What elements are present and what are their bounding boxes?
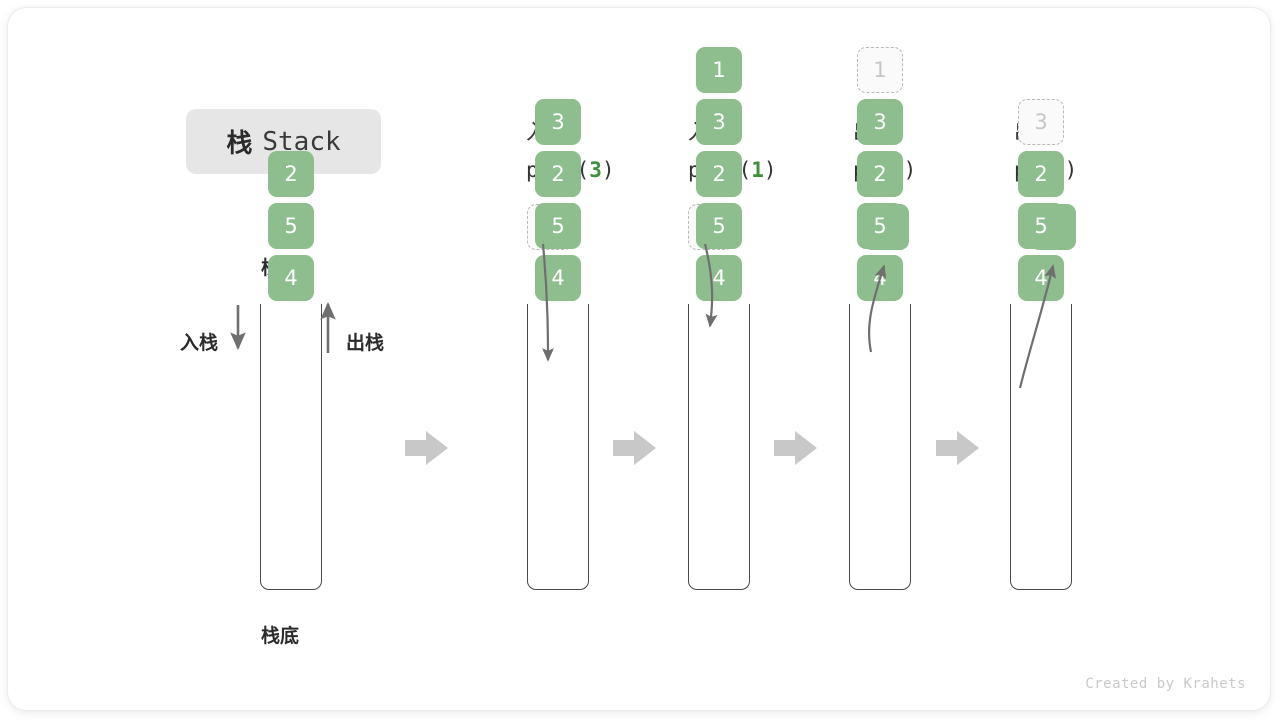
code-arg: 3 bbox=[589, 158, 602, 182]
stack-cell: 5 bbox=[535, 203, 581, 249]
stack-cell: 4 bbox=[857, 255, 903, 301]
stack-cell: 4 bbox=[535, 255, 581, 301]
stack-container bbox=[849, 304, 911, 590]
stack-bottom-label: 栈底 bbox=[261, 625, 300, 647]
stack-cell: 3 bbox=[696, 99, 742, 145]
stack-cell: 5 bbox=[696, 203, 742, 249]
stack-cells: 1 3 2 5 4 bbox=[688, 41, 750, 301]
stack-cell: 3 bbox=[535, 99, 581, 145]
code-suffix: ) bbox=[1064, 158, 1078, 182]
code-suffix: ) bbox=[763, 158, 777, 182]
stack-cell: 1 bbox=[696, 47, 742, 93]
title-cn: 栈 bbox=[226, 129, 253, 159]
stack-cells: 3 2 5 4 bbox=[1010, 93, 1072, 301]
stack-cell: 5 bbox=[268, 203, 314, 249]
stack-cell: 2 bbox=[1018, 151, 1064, 197]
stack-container bbox=[688, 304, 750, 590]
stack-cell: 4 bbox=[268, 255, 314, 301]
flow-arrow bbox=[613, 431, 656, 465]
push-side-label: 入栈 bbox=[180, 332, 219, 354]
stack-cell: 2 bbox=[268, 151, 314, 197]
stack-container bbox=[527, 304, 589, 590]
stack-cells: 1 3 2 5 4 bbox=[849, 41, 911, 301]
stack-cell: 3 bbox=[857, 99, 903, 145]
stack-cell: 2 bbox=[857, 151, 903, 197]
flow-arrow bbox=[405, 431, 448, 465]
flow-arrow bbox=[774, 431, 817, 465]
stack-cell: 4 bbox=[696, 255, 742, 301]
stack-container bbox=[1010, 304, 1072, 590]
stack-container bbox=[260, 304, 322, 590]
pop-side-label: 出栈 bbox=[346, 332, 385, 354]
diagram-canvas: 栈 Stack 栈顶 栈底 入栈 出栈 2 5 4 入栈 push(3) 3 3… bbox=[8, 8, 1270, 710]
stack-cell: 2 bbox=[535, 151, 581, 197]
stack-cell: 1 bbox=[857, 47, 903, 93]
stack-cells: 2 5 4 bbox=[260, 145, 322, 301]
stack-cells: 3 2 5 4 bbox=[527, 93, 589, 301]
stack-cell: 4 bbox=[1018, 255, 1064, 301]
footer-credit: Created by Krahets bbox=[1085, 676, 1246, 692]
stack-cell: 2 bbox=[696, 151, 742, 197]
flow-arrow bbox=[936, 431, 979, 465]
stack-cell: 3 bbox=[1018, 99, 1064, 145]
code-suffix: ) bbox=[601, 158, 615, 182]
stack-cell: 5 bbox=[1018, 203, 1064, 249]
stack-cell: 5 bbox=[857, 203, 903, 249]
code-arg: 1 bbox=[751, 158, 764, 182]
code-suffix: ) bbox=[903, 158, 917, 182]
